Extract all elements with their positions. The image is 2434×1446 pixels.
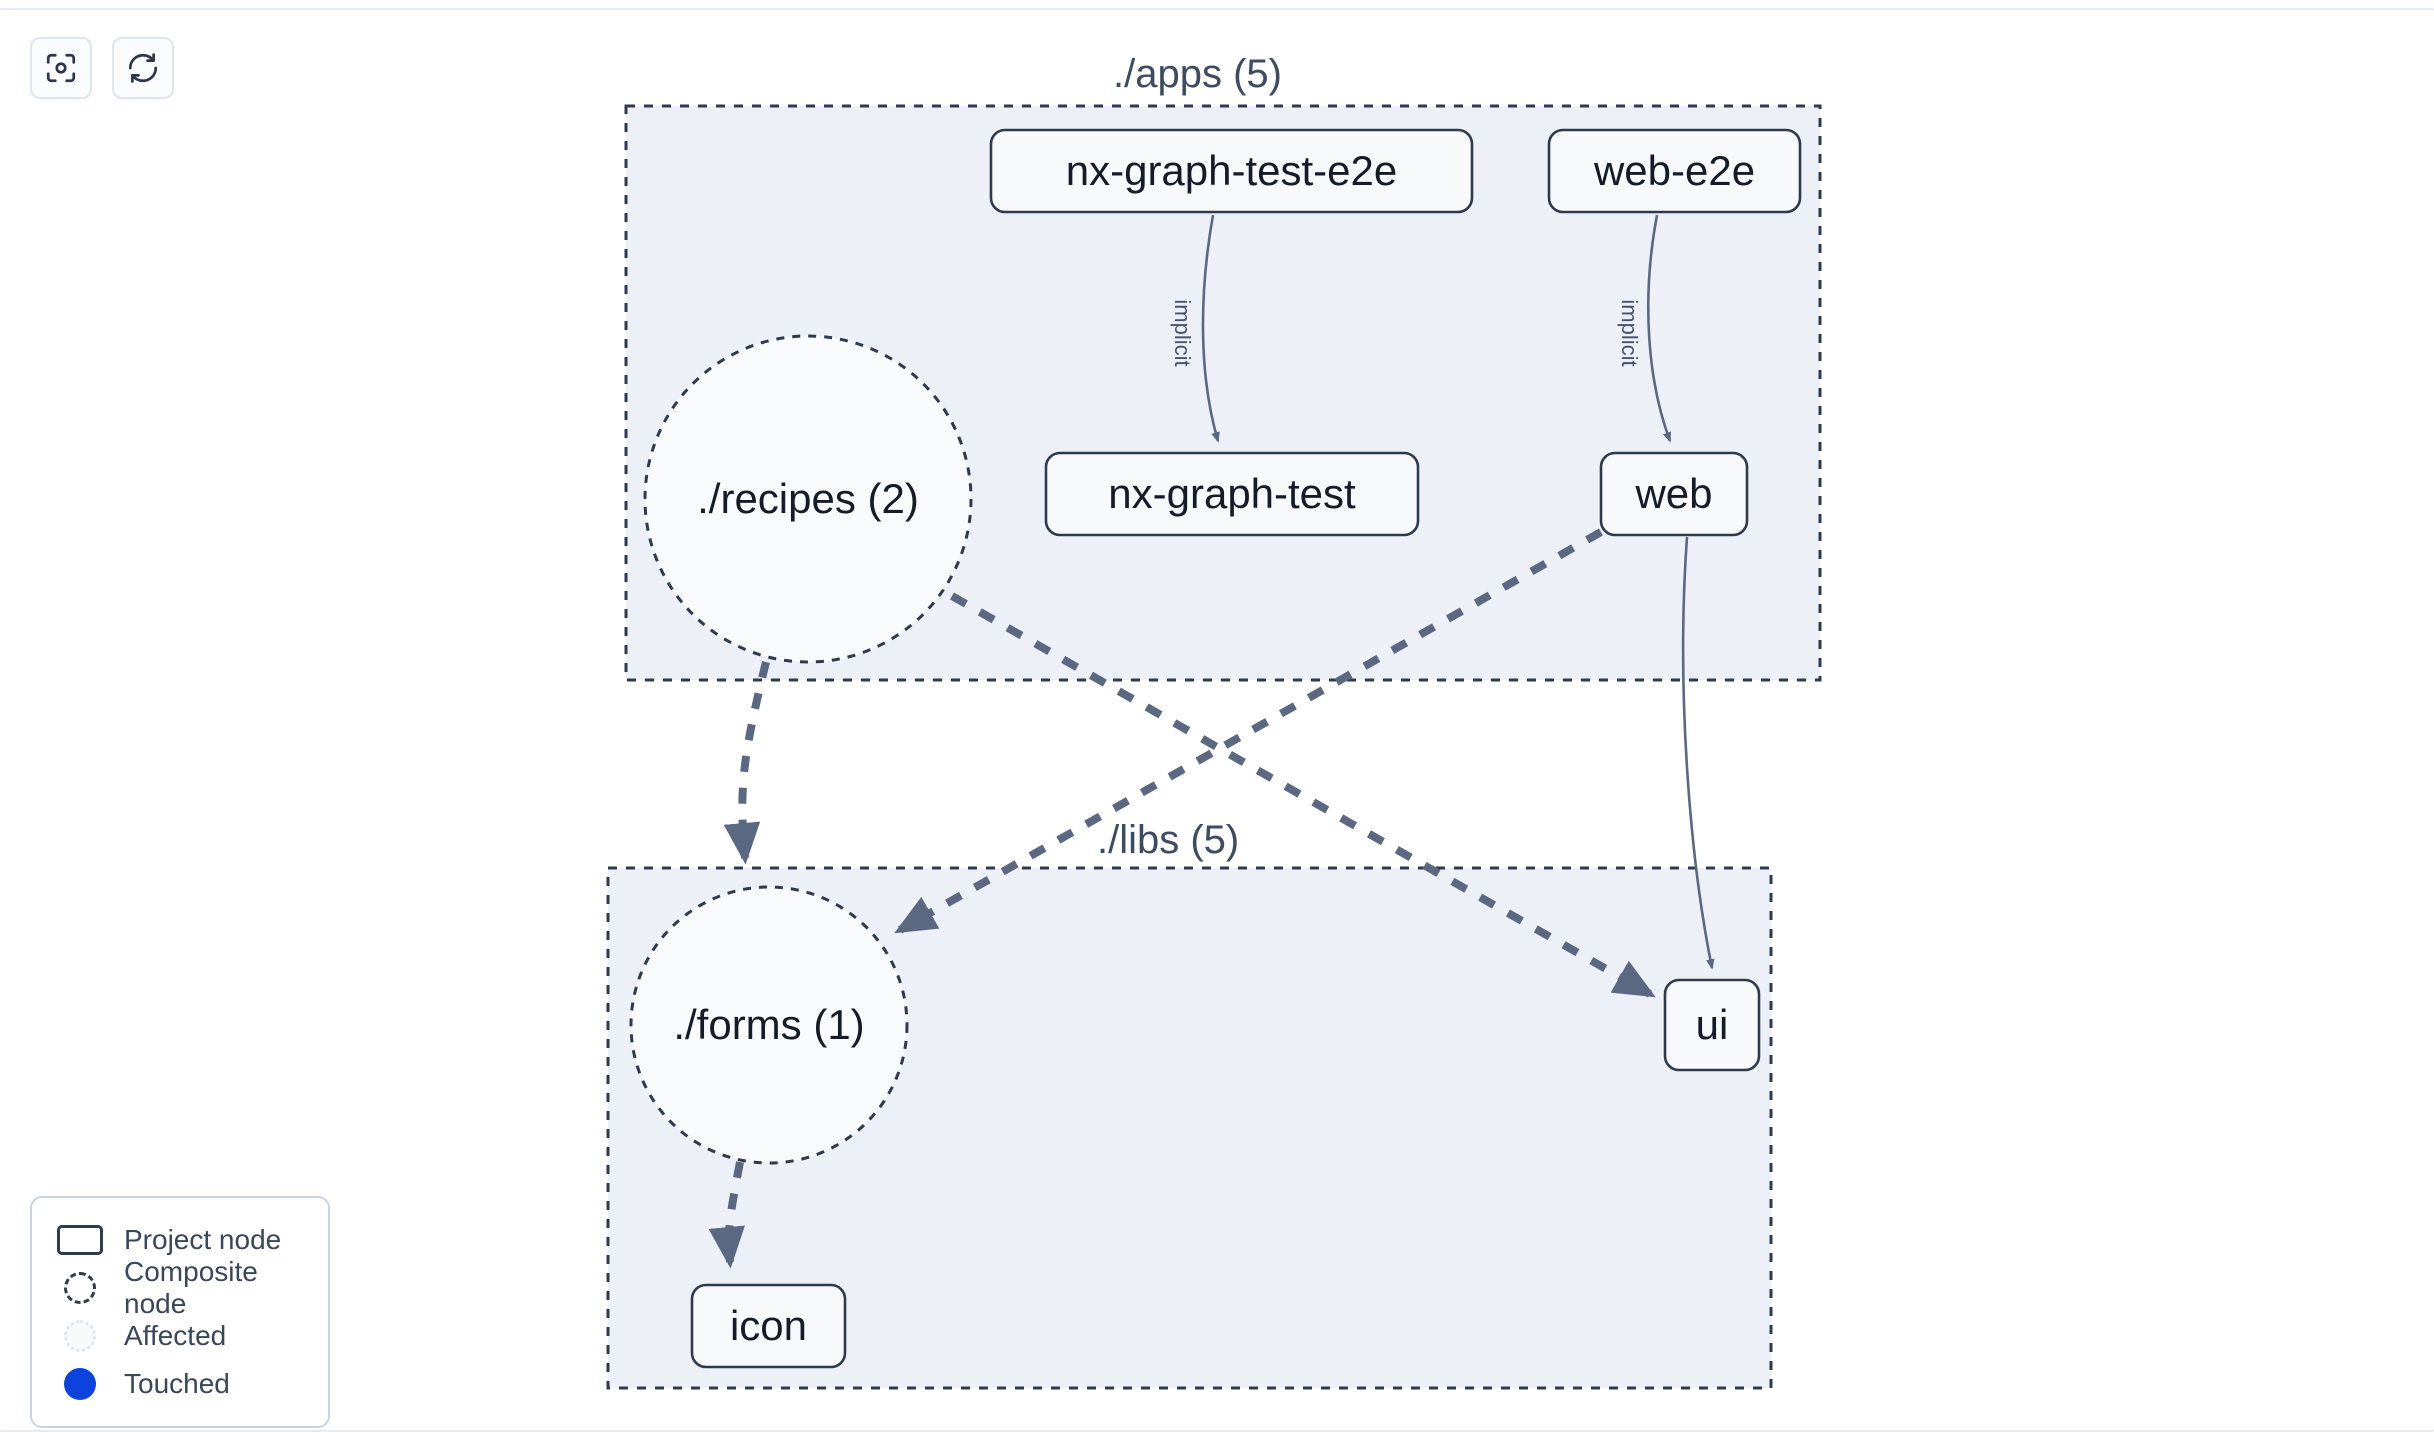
graph-toolbar: [30, 37, 174, 99]
refresh-graph-button[interactable]: [112, 37, 174, 99]
node-icon[interactable]: [690, 1283, 847, 1369]
touched-node-symbol-icon: [54, 1366, 106, 1402]
group-label-apps: ./apps (5): [1113, 52, 1282, 96]
edge-label-implicit-web: implicit: [1617, 299, 1642, 367]
affected-node-symbol-icon: [54, 1318, 106, 1354]
edge-web-to-forms[interactable]: [894, 528, 1603, 934]
group-label-libs: ./libs (5): [1097, 818, 1240, 862]
focus-target-icon: [44, 51, 78, 85]
node-nx-graph-test-e2e[interactable]: [989, 128, 1474, 214]
node-hit-icon[interactable]: [692, 1285, 845, 1367]
node-web-e2e[interactable]: [1547, 128, 1802, 214]
focus-graph-button[interactable]: [30, 37, 92, 99]
node-nx-graph-test[interactable]: [1044, 451, 1420, 537]
node-hit-web[interactable]: [1601, 453, 1747, 535]
node-hit-nx-graph-test-e2e[interactable]: [991, 130, 1472, 212]
edge-recipes-to-ui[interactable]: [950, 592, 1656, 998]
edge-nx-graph-test-e2e-to-nx-graph-test[interactable]: [1201, 214, 1220, 443]
legend-item-affected: Affected: [54, 1312, 306, 1360]
node-hit-recipes[interactable]: [645, 336, 971, 662]
node-web[interactable]: [1599, 451, 1749, 537]
node-hit-nx-graph-test[interactable]: [1046, 453, 1418, 535]
composite-node-symbol-icon: [54, 1270, 106, 1306]
node-ui[interactable]: [1663, 978, 1761, 1072]
node-forms[interactable]: [629, 885, 909, 1165]
node-hit-ui[interactable]: [1665, 980, 1759, 1070]
legend-item-touched: Touched: [54, 1360, 306, 1408]
legend-label-project-node: Project node: [124, 1224, 282, 1255]
project-node-symbol-icon: [54, 1222, 106, 1258]
legend-item-composite-node: Composite node: [54, 1256, 306, 1319]
edge-web-e2e-to-web[interactable]: [1646, 214, 1672, 443]
edge-forms-to-icon[interactable]: [708, 1161, 745, 1269]
edge-web-to-ui[interactable]: [1681, 536, 1715, 970]
legend-label-affected: Affected: [124, 1320, 227, 1351]
node-hit-web-e2e[interactable]: [1549, 130, 1800, 212]
edge-label-implicit-nx-graph-test: implicit: [1170, 299, 1195, 367]
graph-legend: Project node Composite node Affected Tou…: [30, 1196, 330, 1428]
legend-item-project-node: Project node: [54, 1216, 306, 1264]
node-recipes[interactable]: [643, 334, 973, 664]
node-hit-forms[interactable]: [631, 887, 907, 1163]
edge-recipes-to-forms[interactable]: [723, 661, 770, 865]
refresh-icon: [126, 51, 160, 85]
legend-label-composite-node: Composite node: [124, 1256, 258, 1319]
legend-label-touched: Touched: [124, 1368, 230, 1399]
